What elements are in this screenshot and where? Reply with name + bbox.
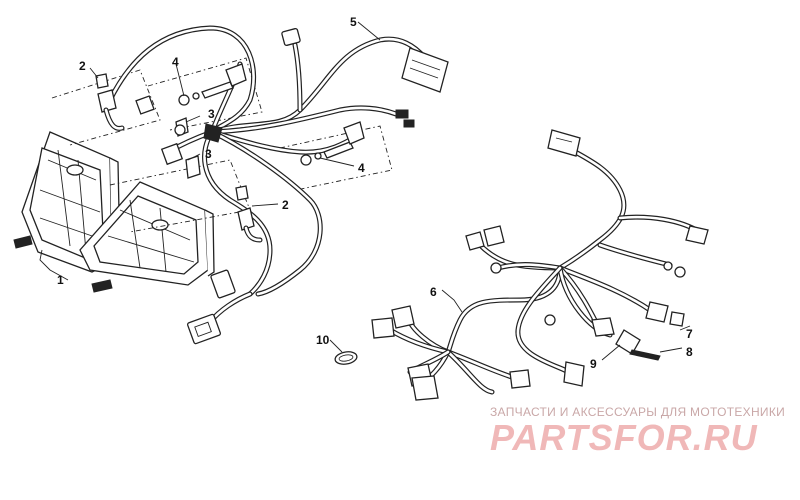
lower-harness	[371, 129, 709, 401]
callout-6: 6	[430, 285, 437, 299]
upper-harness	[107, 25, 449, 345]
bulb-assembly-lower	[160, 121, 365, 179]
bulb-holder-upper	[95, 73, 125, 131]
callout-8: 8	[686, 345, 693, 359]
bracket-upper-left	[51, 69, 161, 146]
callout-1: 1	[57, 273, 64, 287]
bracket-lower-right	[279, 125, 393, 191]
callout-3-upper: 3	[208, 107, 215, 121]
callout-2-upper: 2	[79, 59, 86, 73]
callout-4-upper: 4	[172, 55, 179, 69]
callout-4-lower: 4	[358, 161, 365, 175]
bulb-holder-lower	[235, 185, 263, 243]
bracket-upper-right	[147, 57, 263, 131]
callout-10: 10	[316, 333, 330, 347]
headlight-right	[79, 181, 215, 293]
bulb-assembly-upper	[135, 63, 247, 137]
watermark-tagline: ЗАПЧАСТИ И АКСЕССУАРЫ ДЛЯ МОТОТЕХНИКИ	[490, 405, 785, 419]
watermark-logo: PARTSFOR.RU	[490, 417, 758, 458]
callout-9: 9	[590, 357, 597, 371]
callout-3-lower: 3	[205, 147, 212, 161]
callout-2-lower: 2	[282, 198, 289, 212]
callout-7: 7	[686, 327, 693, 341]
clamp-10	[334, 351, 358, 365]
leader-lines	[39, 21, 691, 361]
callout-5: 5	[350, 15, 357, 29]
